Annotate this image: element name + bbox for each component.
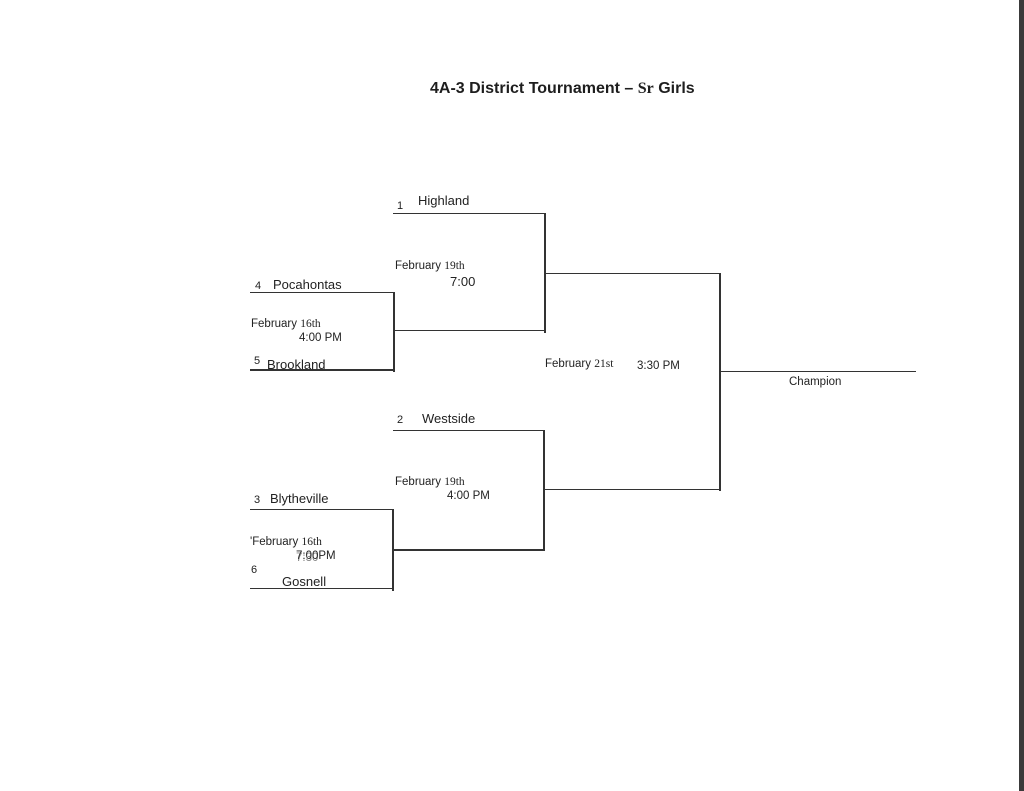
line-gosnell xyxy=(250,588,393,589)
line-champion xyxy=(720,371,916,372)
title-main: 4A-3 District Tournament – xyxy=(430,80,634,97)
game3-day: 19th xyxy=(444,260,465,272)
game4-date: February 19th xyxy=(395,476,465,488)
seed-3: 3 xyxy=(254,494,261,506)
team-pocahontas: Pocahontas xyxy=(273,277,342,292)
game1-date: February 16th xyxy=(251,318,321,330)
game2-month: February xyxy=(252,536,299,548)
line-westside xyxy=(393,430,545,431)
line-game1-out xyxy=(394,330,545,331)
line-westside-vert xyxy=(543,430,545,551)
game4-day: 19th xyxy=(444,476,465,488)
game1-day: 16th xyxy=(300,318,321,330)
game2-prefix: ' xyxy=(250,536,253,548)
team-gosnell: Gosnell xyxy=(282,574,327,589)
line-blytheville xyxy=(250,509,393,510)
seed-6: 6 xyxy=(251,564,258,576)
game4-month: February xyxy=(395,476,442,488)
line-game2-out xyxy=(393,549,544,551)
champion-label: Champion xyxy=(789,376,842,388)
line-final-vert xyxy=(719,273,721,491)
game1-month: February xyxy=(251,318,298,330)
team-highland: Highland xyxy=(418,193,470,208)
line-pocahontas xyxy=(250,292,394,293)
game2-time-overstrike: 7:30 xyxy=(296,552,319,564)
title-suffix: Girls xyxy=(658,80,695,97)
game3-month: February xyxy=(395,260,442,272)
game2-time: 7:00PM xyxy=(296,550,336,562)
game3-time: 7:00 xyxy=(450,274,476,289)
title-sr: Sr xyxy=(637,80,654,97)
line-semi1-out xyxy=(545,273,720,274)
page-title: 4A-3 District Tournament – Sr Girls xyxy=(430,80,695,98)
page-edge xyxy=(1019,0,1024,791)
final-time: 3:30 PM xyxy=(637,360,680,372)
seed-5: 5 xyxy=(254,355,261,367)
game1-time: 4:00 PM xyxy=(299,332,342,344)
seed-1: 1 xyxy=(397,200,404,212)
team-blytheville: Blytheville xyxy=(270,491,329,506)
line-brookland xyxy=(250,369,395,371)
seed-4: 4 xyxy=(255,280,262,292)
game2-date: 'February 16th xyxy=(250,536,322,548)
final-day: 21st xyxy=(594,358,614,370)
line-highland xyxy=(393,213,545,214)
game4-time: 4:00 PM xyxy=(447,490,490,502)
final-date: February 21st xyxy=(545,358,613,370)
line-semi2-out xyxy=(544,489,720,490)
final-month: February xyxy=(545,358,592,370)
game2-day: 16th xyxy=(301,536,322,548)
team-brookland: Brookland xyxy=(267,357,326,372)
line-game1-vert xyxy=(393,292,395,372)
team-westside: Westside xyxy=(422,411,476,426)
game3-date: February 19th xyxy=(395,260,465,272)
seed-2: 2 xyxy=(397,414,404,426)
